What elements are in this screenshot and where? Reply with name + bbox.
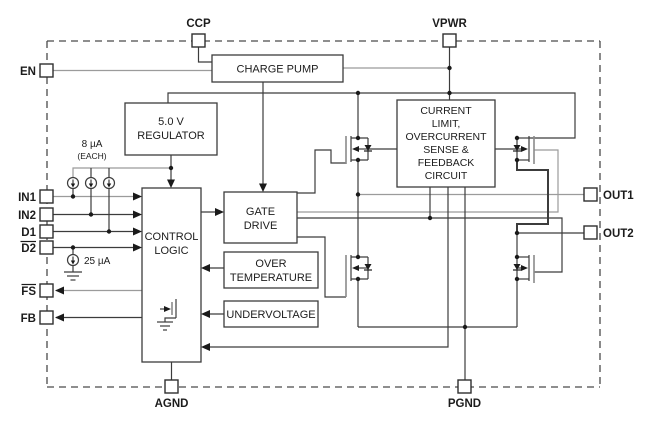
current-limit-label-3: OVERCURRENT — [405, 131, 487, 143]
current-source-icon — [84, 176, 98, 190]
pulldown-current-source: 25 µA — [64, 253, 111, 281]
pin-vpwr: VPWR — [432, 18, 467, 48]
block-over-temperature: OVER TEMPERATURE — [223, 251, 319, 289]
gate-drive-label-1: GATE — [246, 206, 275, 218]
bias-current-label: 8 µA — [82, 139, 103, 150]
current-limit-label-4: SENSE & — [423, 144, 469, 156]
pin-fs-label: FS — [21, 286, 36, 298]
ground-symbol-pulldown — [64, 271, 82, 281]
pin-in1: IN1 — [18, 189, 54, 204]
pin-d1: D1 — [21, 224, 54, 239]
block-regulator: 5.0 V REGULATOR — [124, 102, 218, 156]
current-limit-label-5: FEEDBACK — [418, 157, 475, 169]
pin-in2-label: IN2 — [18, 210, 36, 222]
wiring-gray — [53, 67, 584, 300]
pin-d2-not: D2 — [20, 240, 54, 255]
block-control-logic: CONTROL LOGIC — [141, 187, 202, 363]
block-charge-pump: CHARGE PUMP — [211, 54, 344, 83]
current-source-icon — [66, 253, 80, 267]
current-source-icon — [102, 176, 116, 190]
regulator-label-1: 5.0 V — [158, 116, 184, 128]
pin-in2: IN2 — [18, 207, 54, 222]
regulator-label-2: REGULATOR — [137, 130, 204, 142]
current-limit-label-1: CURRENT — [420, 105, 472, 117]
over-temperature-label-2: TEMPERATURE — [230, 272, 312, 284]
block-current-limit: CURRENT LIMIT, OVERCURRENT SENSE & FEEDB… — [396, 99, 496, 188]
pin-en-label: EN — [20, 66, 36, 78]
pin-out2-label: OUT2 — [603, 228, 634, 240]
undervoltage-label: UNDERVOLTAGE — [226, 309, 315, 321]
pin-ccp: CCP — [186, 18, 211, 48]
signal-arrowheads — [55, 179, 267, 351]
pin-pgnd: PGND — [448, 379, 481, 410]
pin-pgnd-label: PGND — [448, 398, 481, 410]
pin-out1-label: OUT1 — [603, 190, 634, 202]
pin-fs-not: FS — [21, 283, 54, 298]
mosfet-low-side-1 — [345, 255, 372, 297]
bias-current-each-label: (EACH) — [77, 151, 106, 161]
pin-fb: FB — [21, 310, 54, 325]
pin-out2: OUT2 — [583, 225, 634, 240]
block-gate-drive: GATE DRIVE — [223, 191, 298, 244]
control-logic-label-2: LOGIC — [154, 245, 188, 257]
current-source-icon — [66, 176, 80, 190]
pin-vpwr-label: VPWR — [432, 18, 467, 30]
junction-dots — [70, 65, 520, 330]
pin-d2-label: D2 — [21, 243, 36, 255]
pin-ccp-label: CCP — [186, 18, 211, 30]
fault-output-transistor — [157, 299, 177, 331]
over-temperature-label-1: OVER — [255, 258, 286, 270]
current-limit-label-6: CIRCUIT — [425, 170, 468, 182]
block-undervoltage: UNDERVOLTAGE — [223, 300, 319, 328]
pin-in1-label: IN1 — [18, 192, 37, 204]
pin-agnd: AGND — [155, 379, 189, 410]
pulldown-current-label: 25 µA — [84, 256, 111, 267]
ground-symbol-internal — [157, 321, 173, 331]
charge-pump-label: CHARGE PUMP — [237, 64, 319, 76]
pin-en: EN — [20, 63, 54, 78]
mosfet-high-side-2 — [513, 136, 535, 164]
pin-fb-label: FB — [21, 313, 36, 325]
wiring-dark — [53, 47, 584, 380]
gate-drive-label-2: DRIVE — [244, 220, 278, 232]
current-limit-label-2: LIMIT, — [432, 118, 461, 130]
pin-d1-label: D1 — [21, 227, 36, 239]
mosfet-high-side-1 — [345, 136, 372, 164]
bias-current-sources: 8 µA (EACH) — [66, 139, 116, 190]
pin-out1: OUT1 — [583, 187, 634, 202]
control-logic-label-1: CONTROL — [145, 231, 199, 243]
pin-agnd-label: AGND — [155, 398, 189, 410]
